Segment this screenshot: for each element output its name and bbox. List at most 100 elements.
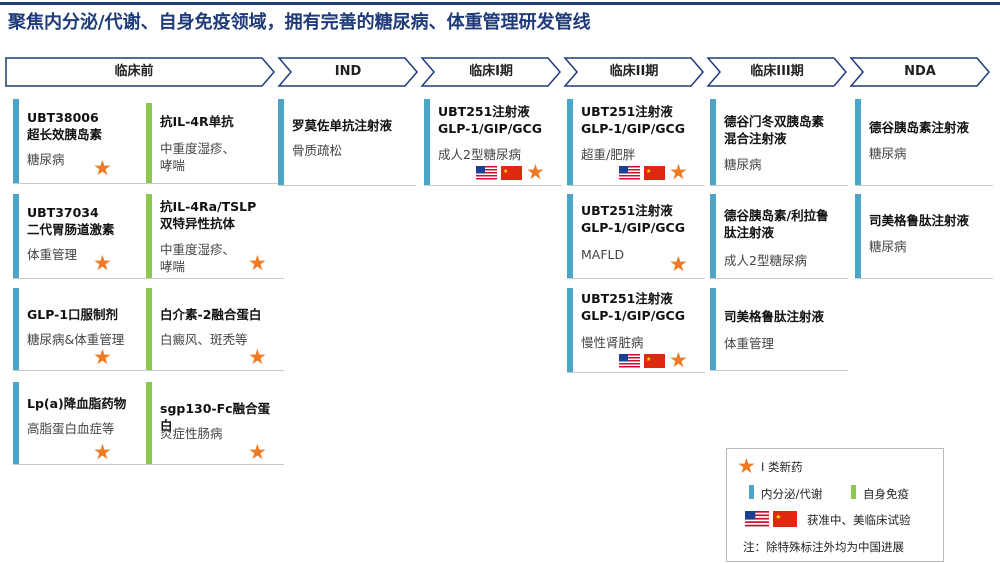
star-icon: ★ [669,348,688,372]
cn-flag-icon: ★ [644,354,665,368]
card-indication: 体重管理 [724,336,775,351]
phase-chevron-phase3 [706,57,847,87]
pipeline-card-ideglira: 德谷胰岛素/利拉鲁 肽注射液 成人2型糖尿病 [710,194,848,279]
card-indication: 超重/肥胖 [581,147,636,162]
page-title: 聚焦内分泌/代谢、自身免疫领域，拥有完善的糖尿病、体重管理研发管线 [8,12,591,33]
endocrine-bar [710,194,716,278]
pipeline-card-semaglutide-weight: 司美格鲁肽注射液 体重管理 [710,288,848,371]
endocrine-bar [855,99,861,185]
star-icon: ★ [737,454,756,478]
legend-box: ★ I 类新药 内分泌/代谢 自身免疫 ★ 获准中、美临床试验 注：除特殊标注外… [726,448,944,562]
autoimmune-bar [146,194,152,278]
endocrine-bar [13,382,19,464]
svg-text:★: ★ [646,168,651,175]
card-indication: 成人2型糖尿病 [438,147,521,162]
card-title: 抗IL-4Ra/TSLP 双特异性抗体 [160,199,257,231]
cn-flag-icon: ★ [501,166,522,180]
phase-label-nda: NDA [904,64,936,79]
card-title: 司美格鲁肽注射液 [869,213,970,228]
card-indication: MAFLD [581,247,625,262]
phase-chevron-row [5,57,990,87]
card-indication: 成人2型糖尿病 [724,253,807,268]
autoimmune-swatch [851,485,856,499]
card-title: 抗IL-4R单抗 [160,114,234,129]
card-title: GLP-1口服制剂 [27,307,119,322]
pipeline-card-ubt38006: UBT38006 超长效胰岛素 糖尿病 ★ [13,99,151,184]
card-indication: 糖尿病 [724,157,762,172]
phase-chevron-nda [849,57,990,87]
endocrine-bar [13,194,19,278]
pipeline-card-il2-fusion: 白介素-2融合蛋白 白癜风、斑秃等 ★ [146,288,284,371]
svg-text:★: ★ [775,513,781,521]
autoimmune-bar [146,382,152,464]
card-title: 德谷门冬双胰岛素 混合注射液 [724,114,825,146]
star-icon: ★ [93,440,112,464]
autoimmune-bar [146,288,152,370]
svg-text:★: ★ [646,356,651,363]
endocrine-bar [710,99,716,185]
card-indication: 骨质疏松 [292,143,343,158]
card-indication: 白癜风、斑秃等 [160,332,248,347]
star-icon: ★ [248,440,267,464]
card-title: UBT251注射液 GLP-1/GIP/GCG [581,104,685,136]
card-title: UBT251注射液 GLP-1/GIP/GCG [581,291,685,323]
pipeline-card-anti-il4r: 抗IL-4R单抗 中重度湿疹、 哮喘 [146,103,284,184]
endocrine-bar [567,194,573,278]
pipeline-card-ubt251-ckd: UBT251注射液 GLP-1/GIP/GCG 慢性肾脏病 ★ ★ [567,288,705,373]
us-flag-icon [476,166,497,180]
card-indication: 糖尿病 [869,146,907,161]
pipeline-card-ubt251-obesity: UBT251注射液 GLP-1/GIP/GCG 超重/肥胖 ★ ★ [567,99,705,186]
card-title: 司美格鲁肽注射液 [724,309,825,324]
pipeline-card-ubt251-t2d: UBT251注射液 GLP-1/GIP/GCG 成人2型糖尿病 ★ ★ [424,99,562,186]
top-rule [0,2,1000,5]
card-indication: 糖尿病 [869,239,907,254]
phase-label-ind: IND [334,64,362,79]
star-icon: ★ [526,160,545,184]
card-indication: 高脂蛋白血症等 [27,421,115,436]
star-icon: ★ [93,251,112,275]
card-indication: 中重度湿疹、 哮喘 [160,242,236,274]
card-indication: 慢性肾脏病 [581,335,644,350]
card-indication: 炎症性肠病 [160,426,223,441]
card-title: 德谷胰岛素注射液 [869,120,970,135]
legend-endocrine-label: 内分泌/代谢 [761,487,823,501]
endocrine-bar [424,99,430,185]
pipeline-card-ubt251-mafld: UBT251注射液 GLP-1/GIP/GCG MAFLD ★ [567,194,705,279]
endocrine-bar [710,288,716,370]
endocrine-bar [567,288,573,372]
pipeline-card-sgp130: sgp130-Fc融合蛋白 炎症性肠病 ★ [146,382,284,465]
legend-star-label: I 类新药 [761,460,803,474]
us-flag-icon [619,354,640,368]
endocrine-bar [13,99,19,183]
card-title: UBT251注射液 GLP-1/GIP/GCG [438,104,542,136]
legend-note: 注：除特殊标注外均为中国进展 [743,540,904,554]
phase-label-phase1: 临床I期 [469,64,513,79]
phase-label-phase3: 临床III期 [750,64,804,79]
card-title: UBT37034 二代胃肠道激素 [27,205,115,237]
phase-label-phase2: 临床II期 [609,64,659,79]
card-title: sgp130-Fc融合蛋白 [160,401,271,433]
autoimmune-bar [146,103,152,183]
card-indication: 糖尿病 [27,152,65,167]
legend-flags-label: 获准中、美临床试验 [807,513,911,527]
star-icon: ★ [669,252,688,276]
card-title: UBT251注射液 GLP-1/GIP/GCG [581,203,685,235]
svg-text:★: ★ [503,168,508,175]
us-flag-icon [619,166,640,180]
endocrine-bar [855,194,861,278]
card-title: UBT38006 超长效胰岛素 [27,110,103,142]
card-indication: 中重度湿疹、 哮喘 [160,141,236,173]
card-indication: 体重管理 [27,247,78,262]
star-icon: ★ [248,345,267,369]
pipeline-card-romosozumab: 罗莫佐单抗注射液 骨质疏松 [278,99,416,186]
card-indication: 糖尿病&体重管理 [27,332,125,347]
pipeline-card-ubt37034: UBT37034 二代胃肠道激素 体重管理 ★ [13,194,151,279]
cn-flag-icon: ★ [773,511,797,527]
phase-label-preclinical: 临床前 [114,64,154,79]
endocrine-bar [278,99,284,185]
phase-chevron-preclinical [5,57,275,87]
card-title: 罗莫佐单抗注射液 [292,118,393,133]
card-title: Lp(a)降血脂药物 [27,396,127,411]
star-icon: ★ [669,160,688,184]
endocrine-swatch [749,485,754,499]
